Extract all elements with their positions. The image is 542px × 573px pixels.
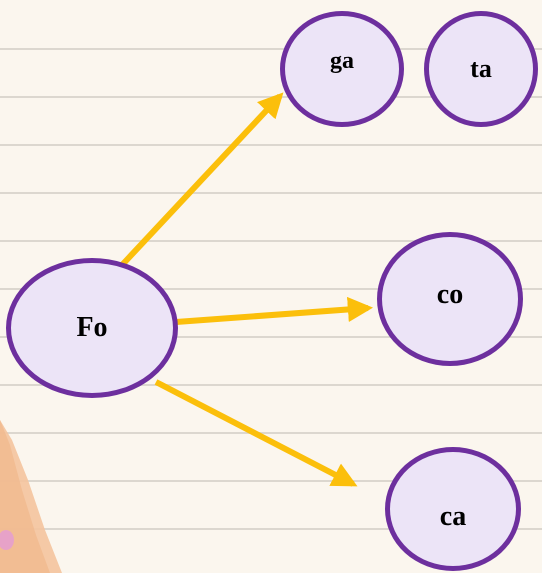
node-ga-label: ga <box>330 47 354 74</box>
node-ta-label: ta <box>470 54 492 83</box>
node-co: co <box>377 232 523 366</box>
arrow-fo-to-co <box>175 296 374 325</box>
node-co-label: co <box>436 279 464 310</box>
arrow-fo-to-ca <box>154 379 358 487</box>
node-fo: Fo <box>6 258 178 398</box>
node-fo-label: Fo <box>76 312 108 343</box>
node-ca-label: ca <box>439 501 467 532</box>
arrow-fo-to-ga <box>119 92 284 268</box>
node-ta: ta <box>424 11 538 127</box>
node-ca: ca <box>385 447 521 571</box>
node-ga: ga <box>280 11 404 127</box>
decorative-corner-illustration <box>0 420 62 573</box>
